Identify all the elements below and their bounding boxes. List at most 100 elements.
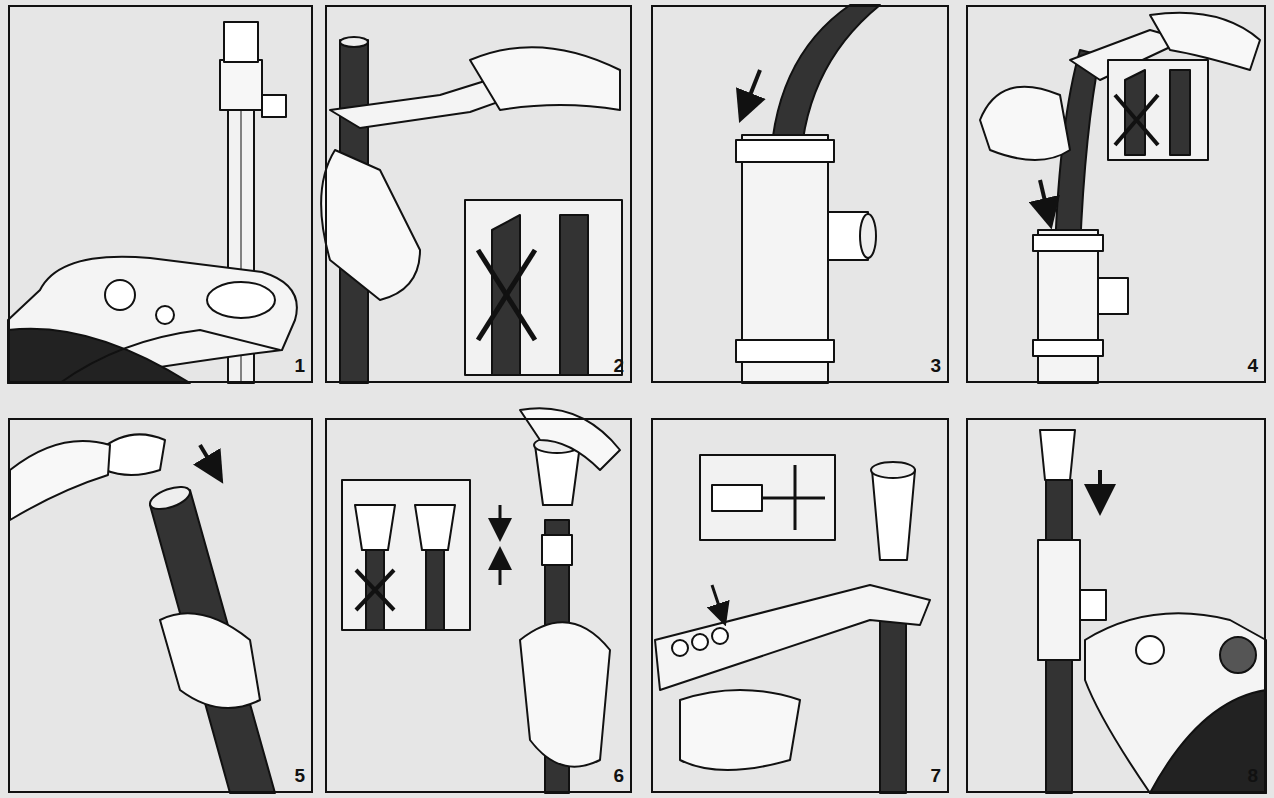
fitting [1038, 540, 1080, 660]
cross-mark [478, 250, 535, 340]
pipe-bad-cut [492, 215, 520, 375]
arrow [499, 558, 502, 585]
step-6-drawing [342, 408, 620, 793]
pipe [1046, 480, 1072, 793]
fitting-outlet [1098, 278, 1128, 314]
fitting [220, 60, 262, 110]
jaw-bolt [1220, 637, 1256, 673]
jaw-edge [60, 330, 280, 383]
pipe [228, 60, 254, 383]
press-tool [8, 329, 190, 383]
press-jaw [8, 257, 297, 383]
arrow [499, 505, 502, 530]
pipe-end [340, 37, 368, 47]
gauge [355, 505, 395, 550]
fitting-bead [1033, 235, 1103, 251]
pipe-cutter [1070, 30, 1185, 80]
inset-box [465, 200, 622, 375]
pipe-good-cut [1170, 70, 1190, 155]
arrow [712, 585, 722, 615]
pipe [880, 600, 906, 793]
step-number: 8 [1247, 765, 1258, 787]
jaw-bolt [105, 280, 135, 310]
cross-mark [356, 570, 394, 610]
arrow [1040, 180, 1048, 214]
gauge-top [534, 437, 580, 453]
gauge [872, 470, 915, 560]
step-5-drawing [10, 434, 275, 793]
hand [10, 441, 110, 520]
fitting-bead [1033, 340, 1103, 356]
pipe [366, 550, 384, 630]
step-number: 7 [930, 765, 941, 787]
gauge [415, 505, 455, 550]
hand [1150, 13, 1260, 70]
step-panel: 7 [651, 418, 949, 793]
pipe-shade [241, 60, 242, 383]
step-number: 5 [294, 765, 305, 787]
pipe [770, 5, 880, 180]
step-panel: 3 [651, 5, 949, 383]
gauge-stem [542, 535, 572, 565]
step-panel: 4 [966, 5, 1266, 383]
tee-fitting [742, 135, 828, 383]
outlet-end [860, 214, 876, 258]
step-panel: 8 [966, 418, 1266, 793]
step-panel: 2 [325, 5, 632, 383]
pipe-good-cut [560, 215, 588, 375]
tool-knob [672, 640, 688, 656]
inset-box [700, 455, 835, 540]
cross-mark [356, 570, 394, 610]
step-7-drawing [655, 455, 930, 793]
fitting-outlet [828, 212, 868, 260]
step-number: 1 [294, 355, 305, 377]
fitting-outlet [1080, 590, 1106, 620]
pipe [340, 40, 368, 383]
fitting-bead [736, 140, 834, 162]
step-panel: 6 [325, 418, 632, 793]
jaw-bolt [1136, 636, 1164, 664]
cross-mark [1115, 95, 1158, 145]
step-number: 2 [613, 355, 624, 377]
inset-box [342, 480, 470, 630]
step-1-drawing [8, 22, 297, 383]
step-2-drawing [321, 37, 622, 383]
gauge [1040, 430, 1075, 480]
pipe [1055, 50, 1100, 250]
hand [321, 150, 420, 300]
pipe [762, 497, 825, 500]
jaw-ring [207, 282, 275, 318]
step-8-drawing [1038, 430, 1266, 793]
fitting-bead [736, 340, 834, 362]
arrow [745, 70, 760, 108]
press-jaw [1085, 613, 1266, 793]
hand [980, 87, 1070, 160]
tee-fitting [1038, 230, 1098, 383]
pipe-bad-cut [1125, 70, 1145, 155]
arrow [200, 445, 215, 470]
fitting-outlet [262, 95, 286, 117]
cross-mark [1115, 95, 1158, 145]
press-tool [1150, 690, 1266, 793]
pipe [426, 550, 444, 630]
fitting-cap [224, 22, 258, 62]
pipe-cutter [330, 70, 560, 128]
cross-mark [478, 250, 535, 340]
pipe [545, 520, 569, 793]
gauge-top [871, 462, 915, 478]
step-panel: 1 [8, 5, 313, 383]
gauge [712, 485, 762, 511]
step-4-drawing [980, 13, 1260, 383]
inset-box [1108, 60, 1208, 160]
step-panel: 5 [8, 418, 313, 793]
hand [680, 690, 800, 770]
hand [470, 47, 620, 110]
step-number: 3 [930, 355, 941, 377]
marking-tool [655, 585, 930, 690]
arrow [1098, 470, 1102, 500]
tool-knob [692, 634, 708, 650]
tool-knob [712, 628, 728, 644]
pipe [150, 490, 275, 793]
step-number: 6 [613, 765, 624, 787]
